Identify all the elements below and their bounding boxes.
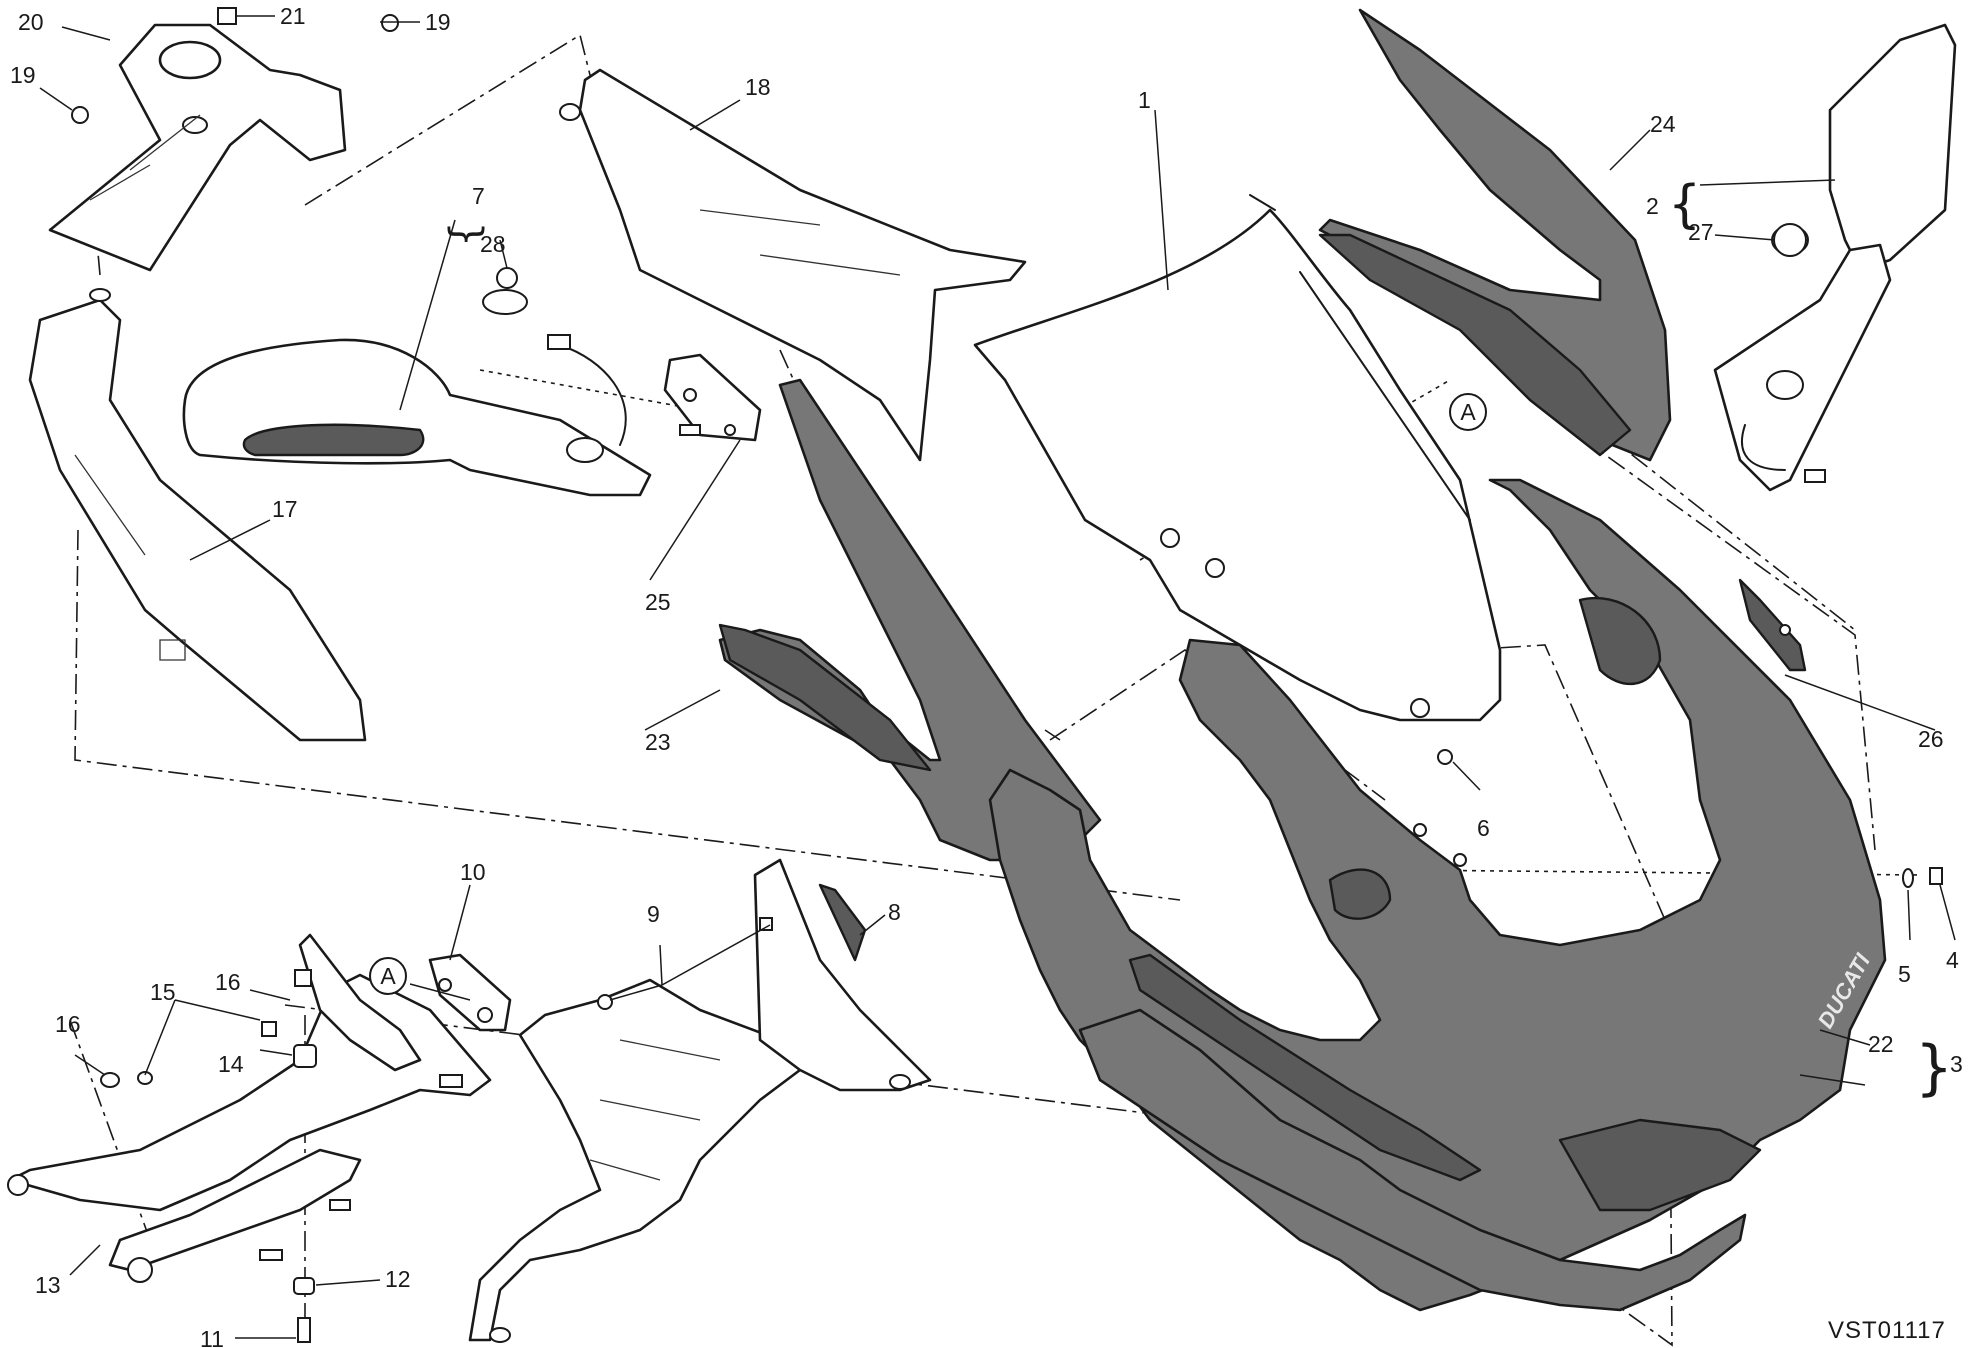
callout-leaders [39, 15, 1956, 1339]
screw-11 [297, 1317, 311, 1343]
callout-25: 25 [645, 589, 671, 615]
reference-marker-upper: A [1449, 393, 1487, 431]
callout-16b: 16 [55, 1011, 81, 1037]
callout-21: 21 [280, 3, 306, 29]
callout-8: 8 [888, 899, 901, 925]
grommet-12 [293, 1277, 315, 1295]
screw-21 [217, 7, 237, 25]
windscreen [973, 194, 1502, 722]
callout-12: 12 [385, 1266, 411, 1292]
callout-10: 10 [460, 859, 486, 885]
plug-27 [1773, 223, 1807, 257]
callout-16a: 16 [215, 969, 241, 995]
inner-side-panel [28, 288, 367, 742]
screw-9-a [759, 917, 773, 931]
callout-2: 2 [1646, 193, 1659, 219]
small-side-bracket [1738, 578, 1807, 672]
callout-7: 7 [472, 183, 485, 209]
callout-19b: 19 [10, 62, 36, 88]
screw-15 [261, 1021, 277, 1037]
screw-6 [1437, 749, 1453, 765]
screw-4 [1929, 867, 1943, 885]
callout-13: 13 [35, 1272, 61, 1298]
callout-labels: 20 21 19 19 17 18 1 24 2 27 7 28 25 23 6… [10, 3, 1963, 1348]
screw-9-b [597, 994, 613, 1010]
plug-28 [496, 267, 518, 289]
lower-chin-panel [1078, 953, 1762, 1312]
side-fairing-strip [718, 378, 1102, 862]
callout-4: 4 [1946, 947, 1959, 973]
callout-22: 22 [1868, 1031, 1894, 1057]
svg-text:A: A [1460, 399, 1476, 425]
screw-16-a [294, 969, 312, 987]
right-mirror [1713, 23, 1957, 492]
screw-15-b [137, 1071, 153, 1085]
washer-5 [1902, 868, 1914, 888]
callout-26: 26 [1918, 726, 1944, 752]
mirror-mounting-plate [663, 353, 762, 442]
callout-19a: 19 [425, 9, 451, 35]
upper-inner-panel [48, 23, 347, 272]
callout-17: 17 [272, 496, 298, 522]
rear-view-mirror [182, 289, 652, 497]
fasteners [71, 7, 1943, 1343]
grommet-16-b [100, 1072, 120, 1088]
callout-14: 14 [218, 1051, 244, 1077]
callout-15: 15 [150, 979, 176, 1005]
svg-text:A: A [380, 963, 396, 989]
screw-19-a [381, 14, 399, 32]
brace-7: { [442, 222, 488, 247]
brace-2: { [1668, 175, 1701, 235]
callout-28: 28 [480, 231, 506, 257]
fairing-side-panel-right [1318, 8, 1672, 462]
grommet-14 [293, 1044, 317, 1068]
drawing-code: VST01117 [1828, 1317, 1946, 1344]
callout-6: 6 [1477, 815, 1490, 841]
reference-marker-lower: A [369, 957, 471, 1001]
screw-19-b [71, 106, 89, 124]
callout-20: 20 [18, 9, 44, 35]
callout-11: 11 [200, 1326, 224, 1348]
fairing-support-frame [468, 858, 932, 1343]
callout-9: 9 [647, 901, 660, 927]
lower-plate [818, 883, 867, 962]
lower-inner-panel [7, 933, 492, 1283]
upper-side-cover [559, 68, 1027, 462]
callout-3: 3 [1950, 1051, 1963, 1077]
callout-24: 24 [1650, 111, 1676, 137]
callout-5: 5 [1898, 961, 1911, 987]
brace-3: } [1915, 1033, 1953, 1103]
support-plate [428, 953, 512, 1032]
callout-1: 1 [1138, 87, 1151, 113]
callout-18: 18 [745, 74, 771, 100]
callout-27: 27 [1688, 219, 1714, 245]
callout-23: 23 [645, 729, 671, 755]
